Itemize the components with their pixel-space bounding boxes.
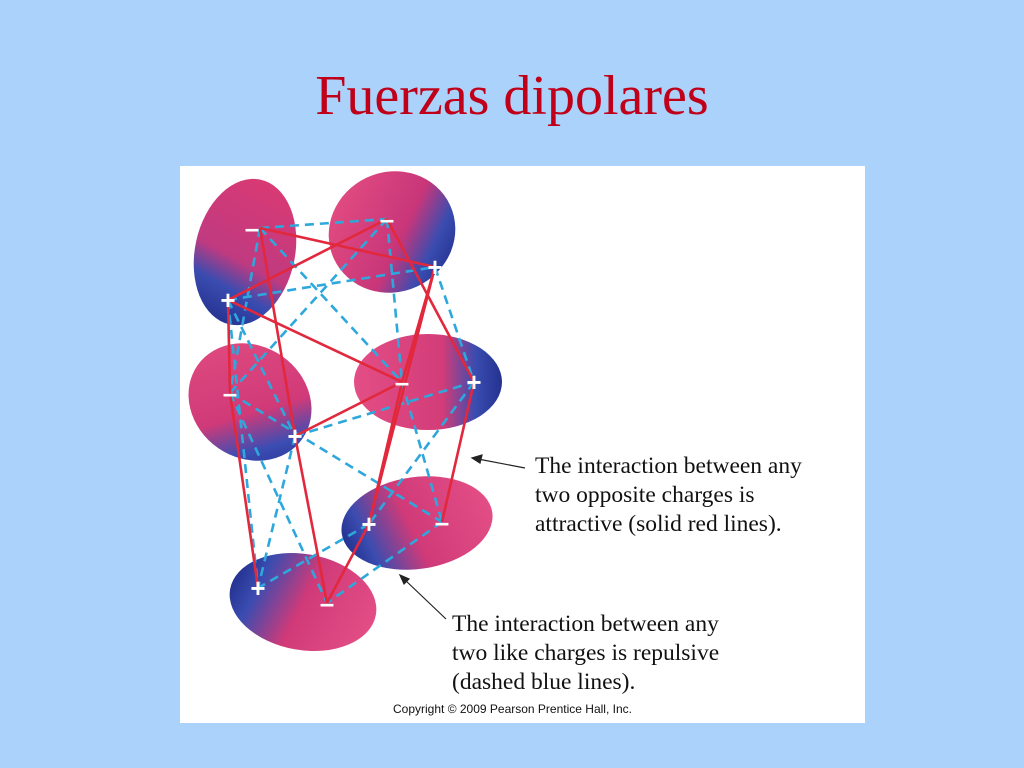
charge-positive-5: +	[361, 509, 376, 539]
charge-negative-4: –	[395, 367, 409, 397]
slide-title: Fuerzas dipolares	[315, 65, 709, 127]
dipole-figure: – + – + – + – + + – + – The interaction …	[180, 166, 865, 723]
molecule-5	[341, 476, 493, 570]
charge-positive-6: +	[250, 573, 265, 603]
charge-positive-3: +	[287, 421, 302, 451]
charge-negative-3: –	[223, 378, 237, 408]
repulsive-lines	[226, 217, 476, 605]
charge-negative-1: –	[245, 213, 259, 243]
attractive-lines	[226, 217, 476, 604]
callout-arrows	[398, 454, 526, 620]
molecule-3	[188, 343, 312, 461]
molecule-2	[328, 171, 456, 293]
charge-negative-6: –	[320, 588, 334, 618]
charge-negative-2: –	[380, 204, 394, 234]
charge-negative-5: –	[435, 507, 449, 537]
dipole-diagram: – + – + – + – + + – + –	[188, 171, 526, 651]
charge-positive-1: +	[220, 285, 235, 315]
caption-attractive: The interaction between any two opposite…	[535, 453, 802, 537]
charge-positive-4: +	[466, 367, 481, 397]
molecule-6	[229, 553, 377, 651]
charge-positive-2: +	[427, 252, 442, 282]
caption-repulsive: The interaction between any two like cha…	[452, 611, 720, 695]
copyright-notice: Copyright © 2009 Pearson Prentice Hall, …	[393, 702, 632, 716]
